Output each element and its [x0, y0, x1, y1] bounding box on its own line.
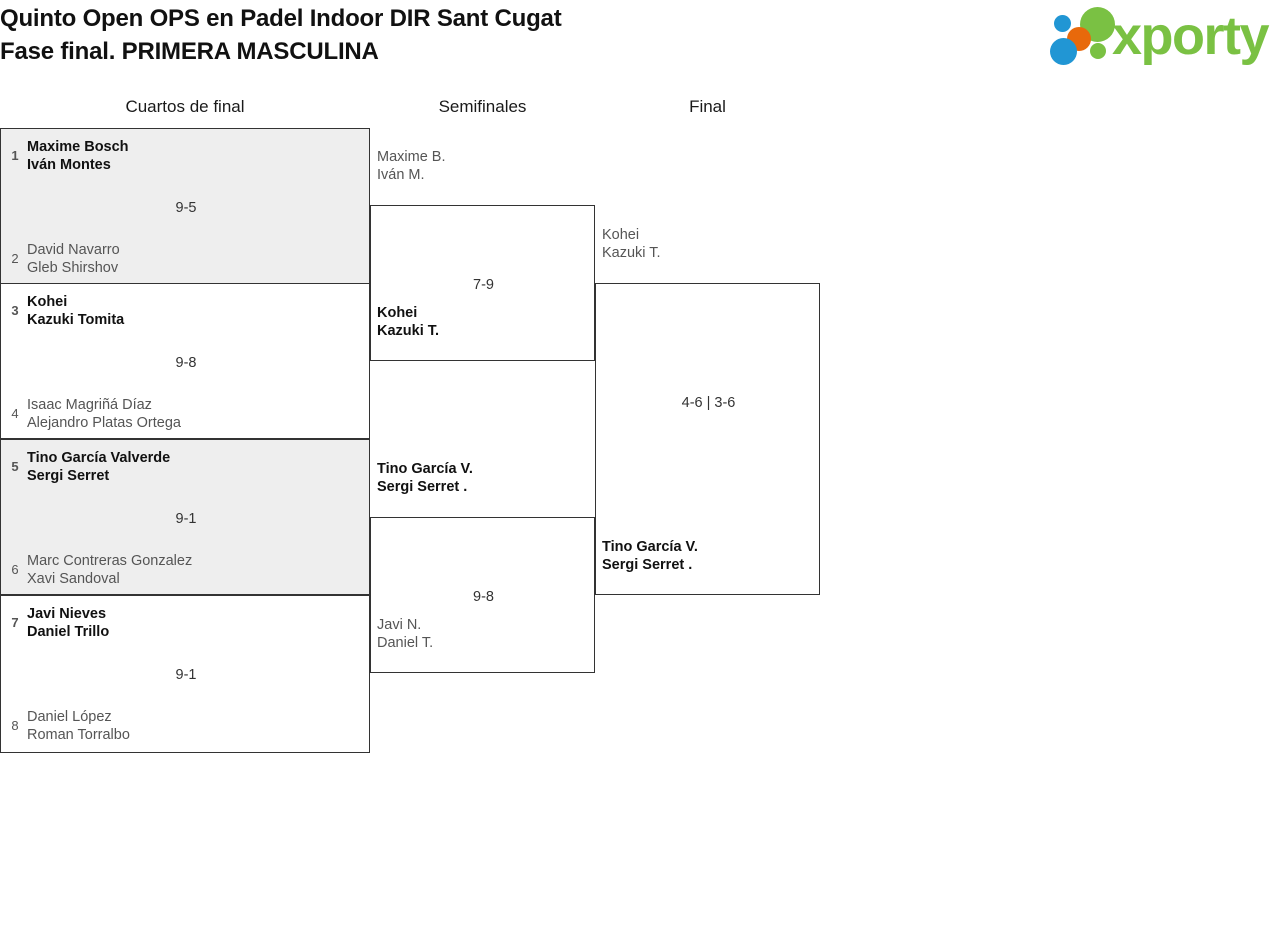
match-semifinal-2[interactable]: 9-8	[370, 517, 595, 673]
match-final[interactable]: 4-6 | 3-6	[595, 283, 820, 595]
player-name: Kohei	[27, 294, 68, 310]
player-name: Daniel López	[27, 709, 112, 725]
player-name: Gleb Shirshov	[27, 260, 119, 276]
team-slot[interactable]: Kohei Kazuki T.	[602, 226, 661, 262]
match-quarterfinal-1[interactable]: 1 Maxime Bosch Iván Montes 9-5 2 David N…	[0, 128, 370, 284]
seed-number: 3	[11, 303, 19, 318]
player-name: Iván M.	[377, 167, 425, 183]
logo-dot-blue-small	[1054, 15, 1071, 32]
match-quarterfinal-3[interactable]: 5 Tino García Valverde Sergi Serret 9-1 …	[0, 439, 370, 595]
team-slot[interactable]: 8 Daniel López Roman Torralbo	[1, 708, 369, 744]
player-name: Xavi Sandoval	[27, 571, 120, 587]
player-name: Tino García V.	[602, 539, 698, 555]
player-name: David Navarro	[27, 242, 120, 258]
seed-number: 2	[11, 251, 19, 266]
match-score: 7-9	[473, 277, 494, 293]
player-name: Sergi Serret .	[602, 557, 693, 573]
seed-number: 6	[11, 562, 19, 577]
seed-number: 7	[11, 615, 19, 630]
team-slot[interactable]: 7 Javi Nieves Daniel Trillo	[1, 605, 369, 641]
page-title: Quinto Open OPS en Padel Indoor DIR Sant…	[0, 5, 562, 65]
team-slot[interactable]: 3 Kohei Kazuki Tomita	[1, 293, 369, 329]
xporty-logo[interactable]: xporty	[1050, 5, 1276, 67]
player-name: Roman Torralbo	[27, 727, 130, 743]
logo-dot-green-small	[1090, 43, 1106, 59]
team-slot[interactable]: Kohei Kazuki T.	[377, 304, 439, 340]
logo-dot-blue-large	[1050, 38, 1077, 65]
match-score: 9-1	[175, 667, 197, 683]
match-score: 9-8	[473, 589, 494, 605]
match-semifinal-1[interactable]: 7-9	[370, 205, 595, 361]
page-header: Quinto Open OPS en Padel Indoor DIR Sant…	[0, 0, 1280, 76]
team-slot[interactable]: 5 Tino García Valverde Sergi Serret	[1, 449, 369, 485]
seed-number: 8	[11, 718, 19, 733]
seed-number: 5	[11, 459, 19, 474]
tournament-bracket: 1 Maxime Bosch Iván Montes 9-5 2 David N…	[0, 128, 1280, 758]
team-slot[interactable]: 6 Marc Contreras Gonzalez Xavi Sandoval	[1, 552, 369, 588]
player-name: Kazuki T.	[602, 245, 661, 261]
player-name: Daniel T.	[377, 635, 434, 651]
player-name: Sergi Serret	[27, 468, 110, 484]
player-name: Tino García V.	[377, 461, 473, 477]
player-name: Tino García Valverde	[27, 450, 171, 466]
match-quarterfinal-4[interactable]: 7 Javi Nieves Daniel Trillo 9-1 8 Daniel…	[0, 595, 370, 753]
round-header-quarterfinals: Cuartos de final	[125, 97, 245, 116]
team-slot[interactable]: 4 Isaac Magriñá Díaz Alejandro Platas Or…	[1, 396, 369, 432]
player-name: Sergi Serret .	[377, 479, 468, 495]
player-name: Daniel Trillo	[27, 624, 110, 640]
player-name: Maxime Bosch	[27, 139, 129, 155]
team-slot[interactable]: Javi N. Daniel T.	[377, 616, 433, 652]
player-name: Marc Contreras Gonzalez	[27, 553, 193, 569]
player-name: Javi N.	[377, 617, 422, 633]
match-score: 9-5	[175, 200, 197, 216]
match-score: 4-6 | 3-6	[681, 395, 736, 411]
champion-team[interactable]: Tino García V. Sergi Serret .	[602, 538, 698, 574]
match-score: 9-1	[175, 511, 197, 527]
match-score: 9-8	[175, 355, 197, 371]
player-name: Kazuki Tomita	[27, 312, 125, 328]
logo-wordmark: xporty	[1112, 6, 1270, 66]
team-slot[interactable]: 1 Maxime Bosch Iván Montes	[1, 138, 369, 174]
player-name: Maxime B.	[377, 149, 446, 165]
seed-number: 1	[11, 148, 19, 163]
player-name: Javi Nieves	[27, 606, 107, 622]
team-slot[interactable]: 2 David Navarro Gleb Shirshov	[1, 241, 369, 277]
round-header-semifinals: Semifinales	[438, 97, 527, 116]
player-name: Alejandro Platas Ortega	[27, 415, 181, 431]
match-quarterfinal-2[interactable]: 3 Kohei Kazuki Tomita 9-8 4 Isaac Magriñ…	[0, 283, 370, 439]
player-name: Isaac Magriñá Díaz	[27, 397, 152, 413]
seed-number: 4	[11, 406, 19, 421]
player-name: Kohei	[602, 227, 640, 243]
team-slot[interactable]: Maxime B. Iván M.	[377, 148, 446, 184]
player-name: Iván Montes	[27, 157, 111, 173]
player-name: Kohei	[377, 305, 418, 321]
round-header-final: Final	[689, 97, 726, 116]
team-slot[interactable]: Tino García V. Sergi Serret .	[377, 460, 473, 496]
player-name: Kazuki T.	[377, 323, 440, 339]
